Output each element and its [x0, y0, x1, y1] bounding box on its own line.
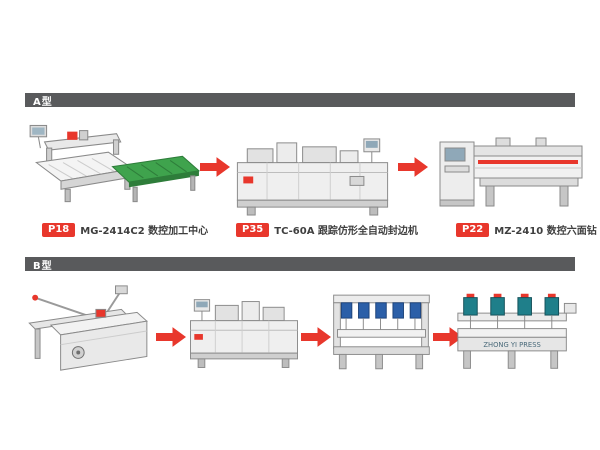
machine-caption-a1: P18 MG-2414C2 数控加工中心 [42, 222, 208, 237]
flow-arrow-icon [156, 327, 186, 347]
six-side-drill-illustration [439, 137, 583, 207]
section-a-label: A型 [33, 96, 53, 108]
cnc-nesting-center-illustration [29, 124, 201, 203]
section-header-a: A型 [25, 93, 575, 108]
machine-multi-boring [326, 284, 436, 378]
machine-name-a3: MZ-2410 数控六面钻 [494, 226, 597, 237]
line-boring-illustration: ZHONG YI PRESS [457, 293, 577, 369]
page-badge-p18: P18 [42, 222, 76, 237]
edge-bander-b-illustration [190, 299, 298, 368]
machine-six-side-drill [436, 124, 586, 219]
edge-bander-illustration [236, 138, 389, 216]
sliding-table-saw-illustration [28, 285, 148, 371]
multi-boring-illustration [333, 294, 430, 370]
page-badge-p22: P22 [456, 222, 490, 237]
machine-name-a1: MG-2414C2 数控加工中心 [80, 226, 209, 237]
section-b-label: B型 [33, 260, 53, 272]
machine-cnc-nesting-center [26, 112, 201, 212]
machine-brand-text: ZHONG YI PRESS [483, 341, 540, 349]
section-header-b: B型 [25, 257, 575, 272]
machine-edge-bander-a [230, 133, 395, 217]
machine-name-a2: TC-60A 跟踪仿形全自动封边机 [274, 226, 418, 237]
machine-caption-a2: P35 TC-60A 跟踪仿形全自动封边机 [236, 222, 418, 237]
machine-sliding-table-saw [26, 280, 156, 378]
page-badge-p35: P35 [236, 222, 270, 237]
machine-line-boring: ZHONG YI PRESS [452, 286, 578, 378]
machine-caption-a3: P22 MZ-2410 数控六面钻 [456, 222, 597, 237]
machine-edge-bander-b [186, 292, 302, 378]
flow-arrow-icon [200, 157, 230, 177]
flow-arrow-icon [398, 157, 428, 177]
